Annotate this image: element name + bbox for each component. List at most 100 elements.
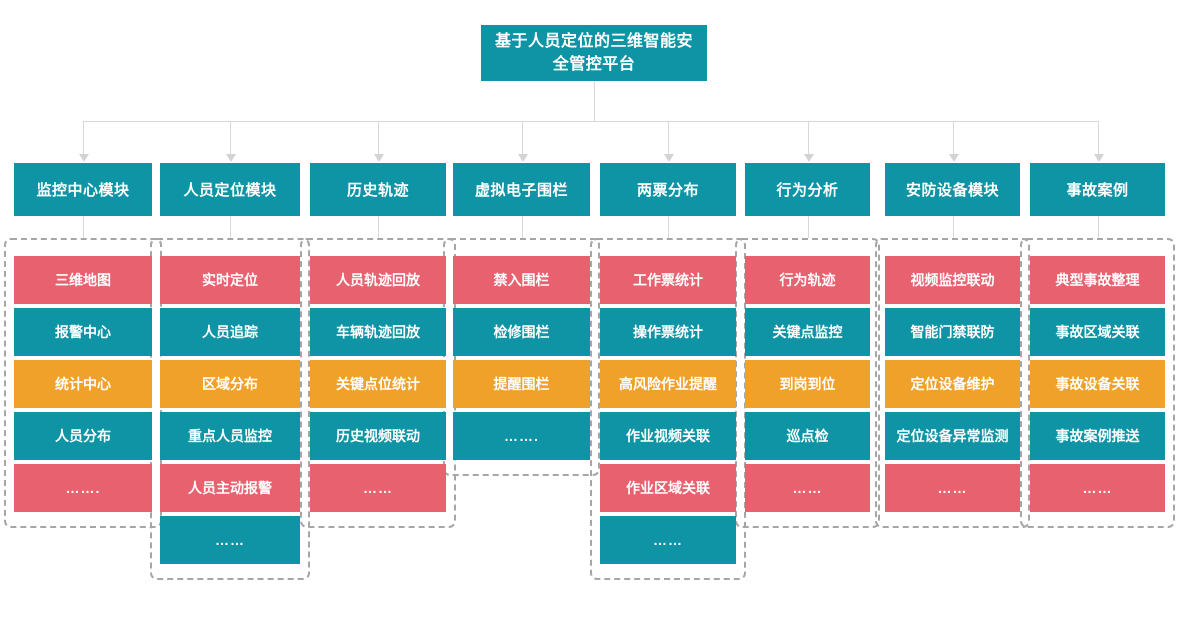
leaf-node-label: 视频监控联动	[910, 271, 995, 288]
leaf-node-label: ……	[653, 531, 683, 548]
leaf-node[interactable]: 报警中心	[14, 308, 152, 356]
column-group-frame-2	[150, 238, 310, 580]
column-header-label: 安防设备模块	[905, 182, 999, 199]
column-header-6[interactable]: 行为分析	[745, 163, 870, 216]
leaf-node[interactable]: 作业视频关联	[600, 412, 736, 460]
connector-stub-7	[953, 216, 954, 238]
leaf-node[interactable]: 人员主动报警	[160, 464, 300, 512]
connector-drop-2	[230, 121, 231, 155]
leaf-node-label: 典型事故整理	[1055, 271, 1140, 288]
leaf-node-ellipsis[interactable]: ……	[1030, 464, 1165, 512]
leaf-node-label: 巡点检	[786, 427, 829, 444]
connector-stub-5	[668, 216, 669, 238]
leaf-node[interactable]: 实时定位	[160, 256, 300, 304]
connector-drop-1	[83, 121, 84, 155]
leaf-node-label: …….	[65, 479, 101, 496]
column-group-frame-5	[590, 238, 746, 580]
leaf-node-label: 人员追踪	[202, 323, 258, 340]
root-title-node[interactable]: 基于人员定位的三维智能安全管控平台	[481, 25, 707, 81]
connector-arrow-8	[1094, 154, 1104, 162]
leaf-node-label: 检修围栏	[493, 323, 550, 340]
leaf-node[interactable]: 提醒围栏	[453, 360, 590, 408]
leaf-node[interactable]: 重点人员监控	[160, 412, 300, 460]
column-header-label: 两票分布	[636, 182, 699, 199]
leaf-node[interactable]: 高风险作业提醒	[600, 360, 736, 408]
leaf-node[interactable]: 事故案例推送	[1030, 412, 1165, 460]
column-group-frame-8	[1020, 238, 1175, 528]
leaf-node[interactable]: 视频监控联动	[885, 256, 1020, 304]
leaf-node-label: 重点人员监控	[188, 427, 272, 444]
leaf-node[interactable]: 关键点监控	[745, 308, 870, 356]
leaf-node-label: 人员轨迹回放	[336, 271, 420, 288]
leaf-node[interactable]: 智能门禁联防	[885, 308, 1020, 356]
connector-horizontal-bus	[83, 121, 1098, 122]
column-header-label: 历史轨迹	[346, 182, 409, 199]
leaf-node[interactable]: 工作票统计	[600, 256, 736, 304]
connector-stub-1	[83, 216, 84, 238]
column-header-label: 行为分析	[776, 182, 839, 199]
connector-arrow-5	[664, 154, 674, 162]
leaf-node[interactable]: 三维地图	[14, 256, 152, 304]
leaf-node-label: 人员分布	[55, 427, 111, 444]
column-header-5[interactable]: 两票分布	[600, 163, 736, 216]
leaf-node[interactable]: 检修围栏	[453, 308, 590, 356]
leaf-node-label: 事故区域关联	[1055, 323, 1140, 340]
leaf-node-label: 历史视频联动	[336, 427, 420, 444]
leaf-node-ellipsis[interactable]: …….	[14, 464, 152, 512]
connector-arrow-2	[226, 154, 236, 162]
leaf-node[interactable]: 车辆轨迹回放	[310, 308, 446, 356]
leaf-node-label: 三维地图	[55, 271, 111, 288]
leaf-node[interactable]: 历史视频联动	[310, 412, 446, 460]
leaf-node-ellipsis[interactable]: ……	[600, 516, 736, 564]
leaf-node[interactable]: 操作票统计	[600, 308, 736, 356]
leaf-node[interactable]: 人员轨迹回放	[310, 256, 446, 304]
connector-drop-5	[668, 121, 669, 155]
column-header-2[interactable]: 人员定位模块	[160, 163, 300, 216]
leaf-node-label: 区域分布	[202, 375, 258, 392]
column-header-7[interactable]: 安防设备模块	[885, 163, 1020, 216]
leaf-node-ellipsis[interactable]: ……	[310, 464, 446, 512]
leaf-node[interactable]: 巡点检	[745, 412, 870, 460]
leaf-node[interactable]: 人员追踪	[160, 308, 300, 356]
connector-drop-7	[953, 121, 954, 155]
leaf-node[interactable]: 禁入围栏	[453, 256, 590, 304]
leaf-node[interactable]: 区域分布	[160, 360, 300, 408]
leaf-node[interactable]: 统计中心	[14, 360, 152, 408]
leaf-node-label: 定位设备异常监测	[896, 427, 1009, 444]
leaf-node[interactable]: 事故设备关联	[1030, 360, 1165, 408]
leaf-node-ellipsis[interactable]: ……	[745, 464, 870, 512]
column-header-label: 事故案例	[1066, 182, 1129, 199]
connector-drop-8	[1098, 121, 1099, 155]
leaf-node-ellipsis[interactable]: ……	[160, 516, 300, 564]
leaf-node[interactable]: 作业区域关联	[600, 464, 736, 512]
connector-stub-4	[522, 216, 523, 238]
leaf-node-label: ……	[1082, 479, 1113, 496]
column-header-1[interactable]: 监控中心模块	[14, 163, 152, 216]
column-header-4[interactable]: 虚拟电子围栏	[453, 163, 590, 216]
leaf-node[interactable]: 定位设备异常监测	[885, 412, 1020, 460]
leaf-node[interactable]: 典型事故整理	[1030, 256, 1165, 304]
column-header-3[interactable]: 历史轨迹	[310, 163, 446, 216]
leaf-node-label: ……	[215, 531, 245, 548]
leaf-node-label: …….	[504, 427, 539, 444]
connector-arrow-7	[949, 154, 959, 162]
connector-arrow-3	[374, 154, 384, 162]
leaf-node[interactable]: 行为轨迹	[745, 256, 870, 304]
leaf-node[interactable]: 人员分布	[14, 412, 152, 460]
leaf-node[interactable]: 到岗到位	[745, 360, 870, 408]
column-header-label: 虚拟电子围栏	[474, 182, 568, 199]
leaf-node-ellipsis[interactable]: …….	[453, 412, 590, 460]
leaf-node[interactable]: 关键点位统计	[310, 360, 446, 408]
leaf-node-label: 报警中心	[55, 323, 111, 340]
connector-drop-3	[378, 121, 379, 155]
leaf-node-label: 操作票统计	[633, 323, 703, 340]
column-header-label: 人员定位模块	[183, 182, 277, 199]
column-header-label: 监控中心模块	[36, 182, 130, 199]
column-header-8[interactable]: 事故案例	[1030, 163, 1165, 216]
leaf-node[interactable]: 定位设备维护	[885, 360, 1020, 408]
leaf-node-label: 到岗到位	[779, 375, 836, 392]
leaf-node-label: 禁入围栏	[493, 271, 550, 288]
leaf-node-label: 工作票统计	[633, 271, 703, 288]
leaf-node-ellipsis[interactable]: ……	[885, 464, 1020, 512]
leaf-node[interactable]: 事故区域关联	[1030, 308, 1165, 356]
